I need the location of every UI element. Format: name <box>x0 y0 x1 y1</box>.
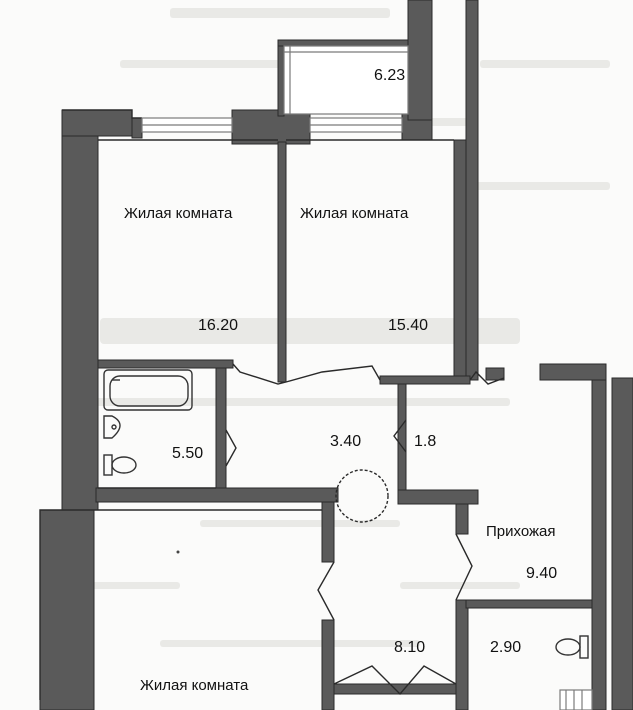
closet-area: 1.8 <box>414 433 436 450</box>
bathtub <box>103 369 193 411</box>
toilet-fixture-small <box>555 635 589 659</box>
bathroom-area: 5.50 <box>172 445 203 462</box>
wall-outlines <box>39 109 454 700</box>
toilet-fixture <box>103 454 137 476</box>
living-room-bottom-name: Жилая комната <box>140 677 249 694</box>
corridor-area: 3.40 <box>330 433 361 450</box>
passage-area: 8.10 <box>394 639 425 656</box>
hallway-area: 9.40 <box>526 565 557 582</box>
walls <box>39 0 633 710</box>
doors <box>225 363 505 696</box>
living-room-right-area: 15.40 <box>388 317 428 334</box>
toilet-area: 2.90 <box>490 639 521 656</box>
balcony-area: 6.23 <box>374 67 405 84</box>
living-room-left-area: 16.20 <box>198 317 238 334</box>
windows <box>141 45 593 710</box>
hallway-name: Прихожая <box>486 523 556 540</box>
living-room-right-name: Жилая комната <box>300 205 409 222</box>
sink <box>103 415 121 439</box>
stray-mark <box>176 550 180 554</box>
living-room-left-name: Жилая комната <box>124 205 233 222</box>
